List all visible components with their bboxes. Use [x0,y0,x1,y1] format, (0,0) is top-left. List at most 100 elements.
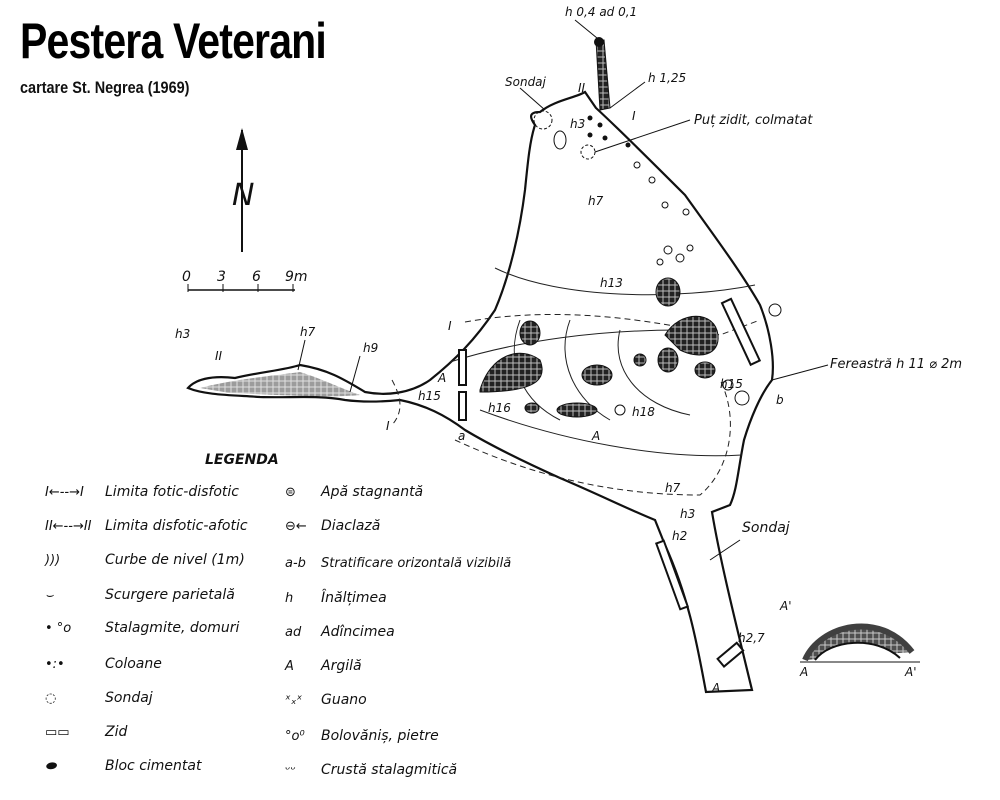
legend-item: • °o Stalagmite, domuri [45,620,239,636]
sondaj-icon [580,144,596,160]
legend-symbol: ˣₓˣ [285,692,303,708]
legend-item: ᵕᵕ Crustă stalagmitică [285,762,457,778]
legend-symbol: •:• [45,656,65,672]
scale-bar [187,284,295,292]
crust-area [200,372,360,397]
height-label: h18 [632,405,655,419]
height-label: h7 [588,194,604,208]
legend-label: Zid [105,724,128,740]
legend-label: Scurgere parietală [105,587,235,603]
height-label: h7 [665,481,681,495]
legend-symbol: A [285,658,294,674]
legend-symbol: • °o [45,620,72,636]
legend-label: Apă stagnantă [321,484,424,500]
legend-symbol: °o⁰ [285,728,305,744]
legend-label: Bolovăniș, pietre [321,728,439,744]
stagnant-water-icon [553,130,567,150]
limit-label: I [386,419,390,433]
walls [458,297,762,668]
legend-item: ⊖←Diaclază [285,518,380,534]
sondaj-icon [533,110,553,130]
legend-item: I←--→I Limita fotic-disfotic [45,484,239,500]
legend-label: Limita fotic-disfotic [105,484,239,500]
legend-item: ad Adîncimea [285,624,395,640]
height-label: h15 [720,377,743,391]
height-label: h16 [488,401,511,415]
legend-item: ⊜ Apă stagnantă [285,484,423,500]
legend-symbol: ᵕᵕ [285,762,296,778]
legend-label: Curbe de nivel (1m) [105,552,245,568]
legend-item: a-b Stratificare orizontală vizibilă [285,556,511,571]
cross-section [800,623,920,663]
legend-symbol: II←--→II [45,518,92,534]
height-label: h3 [175,327,190,341]
height-label: h3 [680,507,695,521]
legend-symbol: I←--→I [45,484,84,500]
legend-item: ◌ Sondaj [45,690,153,706]
sondaj-label: Sondaj [742,520,790,536]
boulders [614,161,782,416]
height-label: h13 [600,276,623,290]
window-label: Fereastră h 11 ⌀ 2m [830,357,962,372]
height-label: h 1,25 [648,71,686,85]
legend-item: ⌣ Scurgere parietală [45,587,235,603]
limit-label: II [578,81,586,95]
cave-outline [186,90,774,694]
contour-lines [449,267,756,457]
legend-symbol: ⌣ [45,587,54,603]
legend-symbol: a-b [285,556,306,571]
north-label: N [232,178,254,213]
put-label: Puț zidit, colmatat [694,113,813,128]
legend-label: Crustă stalagmitică [321,762,458,778]
section-label-a: A [799,665,808,679]
limit-label: I [632,109,636,123]
legend-symbol: h [285,590,294,606]
legend-item: ))) Curbe de nivel (1m) [45,552,245,568]
legend-label: Bloc cimentat [105,758,202,774]
stalagmites [587,115,631,148]
clay-label: A [437,371,446,385]
legend-symbol: ⊜ [285,484,296,500]
north-arrow-icon [236,128,248,252]
map-subtitle: cartare St. Negrea (1969) [20,78,190,97]
legend-label: Adîncimea [321,624,395,640]
section-label-a: A [711,681,720,695]
legend-item: °o⁰ Bolovăniș, pietre [285,728,439,744]
legend-symbol: ⊖← [285,518,307,534]
legend-title: LEGENDA [205,452,279,468]
legend-label: Sondaj [105,690,153,706]
scale-tick: 9m [285,269,308,285]
map-title: Pestera Veterani [20,13,327,69]
legend-symbol: ◌ [45,690,57,706]
shaft-end [594,37,604,47]
sondaj-label: Sondaj [505,75,547,89]
cemented-blocks [479,277,719,418]
legend-label: Stalagmite, domuri [105,620,240,636]
height-label: h2 [672,529,687,543]
section-label-a-prime: A' [779,599,792,613]
legend-item: •:• Coloane [45,656,162,672]
legend-item: ▭▭ Zid [45,724,127,740]
legend-item: A Argilă [285,658,362,674]
scale-tick: 6 [252,269,261,285]
strat-label-b: b [776,393,784,407]
legend-symbol: ))) [45,552,61,568]
legend-symbol: ad [285,624,302,640]
photic-limit [391,313,761,496]
height-label: h7 [300,325,316,339]
legend-label: Argilă [321,658,362,674]
height-label: h2,7 [738,631,765,645]
legend-item: II←--→II Limita disfotic-afotic [45,518,248,534]
legend-label: Stratificare orizontală vizibilă [321,556,512,571]
legend-item: ⬬Bloc cimentat [45,758,201,774]
scale-tick: 0 [182,269,191,285]
legend-label: Coloane [105,656,162,672]
depth-label: h 0,4 ad 0,1 [565,5,637,19]
legend-label: Limita disfotic-afotic [105,518,248,534]
section-label-a-prime: A' [904,665,917,679]
legend-symbol: ▭▭ [45,724,70,740]
scale-tick: 3 [217,269,226,285]
